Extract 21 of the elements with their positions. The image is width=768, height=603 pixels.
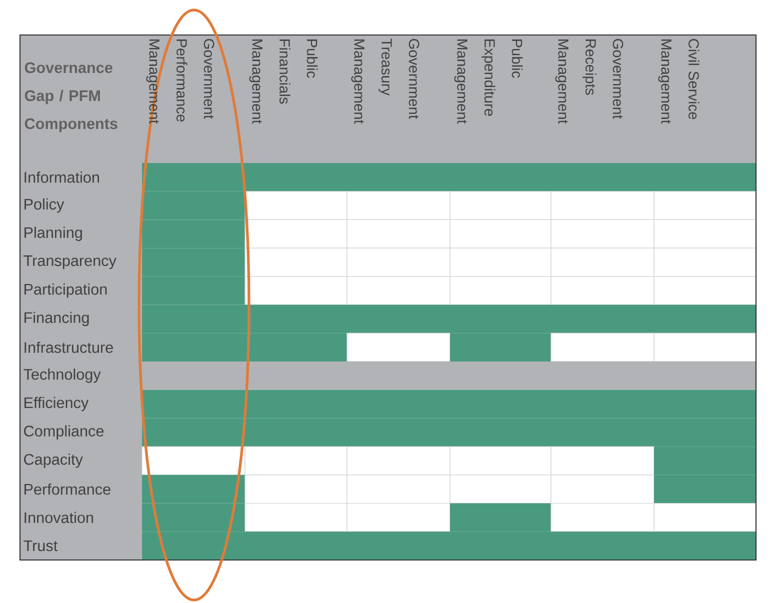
row-header: Information xyxy=(24,172,99,183)
row-header: Planning xyxy=(24,226,82,242)
column-header: Civil Service Management xyxy=(658,39,700,124)
row-header: Innovation xyxy=(24,512,94,524)
column-header: Government Receipts Management xyxy=(555,39,624,124)
column-header: Government Treasury Management xyxy=(351,38,420,124)
column-header: Public Financials Management xyxy=(249,39,318,124)
row-header: Policy xyxy=(24,198,64,213)
row-header: Technology xyxy=(24,368,101,383)
row-header: Capacity xyxy=(24,454,83,468)
row-header: Financing xyxy=(24,312,89,326)
row-header: Efficiency xyxy=(24,396,89,412)
row-header: Transparency xyxy=(24,255,116,270)
row-header: Performance xyxy=(24,484,110,495)
column-header: Government Performance Management xyxy=(146,39,214,124)
row-header: Compliance xyxy=(24,425,104,440)
row-header: Infrastructure xyxy=(24,342,113,353)
table-heading: Governance Gap / PFM Components xyxy=(24,62,118,132)
column-header: Public Expenditure Management xyxy=(454,39,523,124)
row-header: Participation xyxy=(24,283,107,298)
row-header: Trust xyxy=(24,540,58,552)
